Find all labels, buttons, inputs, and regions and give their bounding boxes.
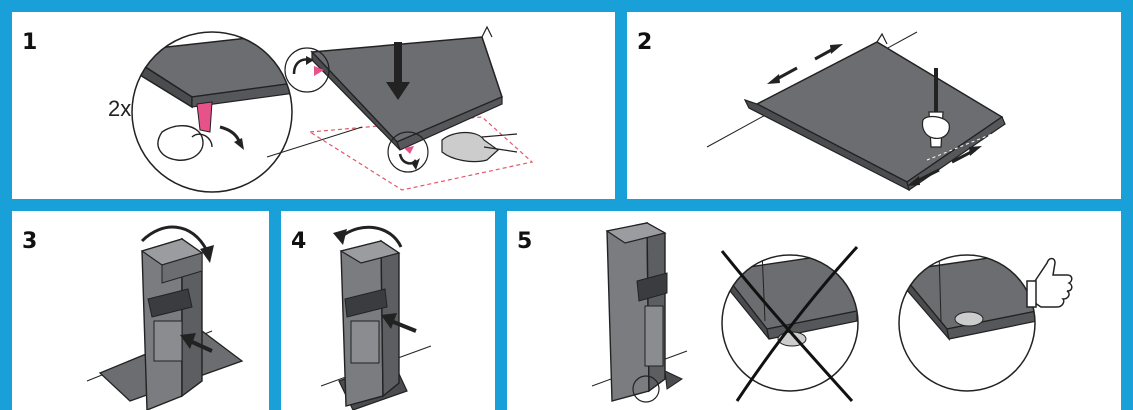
- hand-icon: [157, 125, 204, 161]
- push-arrow-icon: [386, 42, 410, 100]
- wrong-cross-icon: [720, 245, 859, 403]
- step-4-panel: 4: [281, 211, 495, 410]
- step-3-number: 3: [22, 229, 38, 254]
- screwdriver-icon: [921, 68, 950, 148]
- magnifier-circle-icon: [131, 31, 293, 193]
- step-1-illustration: [131, 25, 534, 193]
- tray-illustration: [310, 25, 503, 151]
- cabinet-illustration: [140, 237, 204, 410]
- step-2-panel: 2: [627, 12, 1121, 199]
- cabinet-illustration: [605, 221, 684, 402]
- cabinet-illustration: [339, 239, 401, 407]
- rotate-arrow-icon: [284, 47, 330, 93]
- rotate-arrow-icon: [333, 225, 403, 248]
- slide-arrow-icon-1: [767, 44, 843, 84]
- correct-detail: [898, 254, 1036, 392]
- push-arrow-icon: [381, 313, 417, 333]
- slide-arrow-icon-2: [907, 146, 982, 186]
- step-2-number: 2: [637, 30, 653, 55]
- wipe-hand-icon: [441, 131, 518, 163]
- step-4-number: 4: [291, 229, 307, 254]
- push-arrow-icon: [180, 333, 213, 353]
- step-3-illustration: [86, 225, 244, 410]
- step-1-number: 1: [22, 30, 38, 55]
- rotate-arrow-icon-2: [387, 131, 429, 173]
- step-1-panel: 1 2x: [12, 12, 615, 199]
- step-4-illustration: [320, 225, 432, 410]
- step-5-number: 5: [517, 229, 533, 254]
- step-5-illustration: [591, 221, 1073, 403]
- step-5-panel: 5: [507, 211, 1121, 410]
- peel-tape-icon: [196, 101, 213, 133]
- step-1-multiplier: 2x: [108, 96, 132, 121]
- tray-illustration: [743, 32, 1006, 192]
- magnifier-circle-icon: [632, 375, 660, 403]
- step-3-panel: 3: [12, 211, 269, 410]
- thumbs-up-icon: [1026, 257, 1073, 308]
- rotate-arrow-icon: [140, 225, 214, 263]
- step-2-illustration: [706, 31, 1006, 192]
